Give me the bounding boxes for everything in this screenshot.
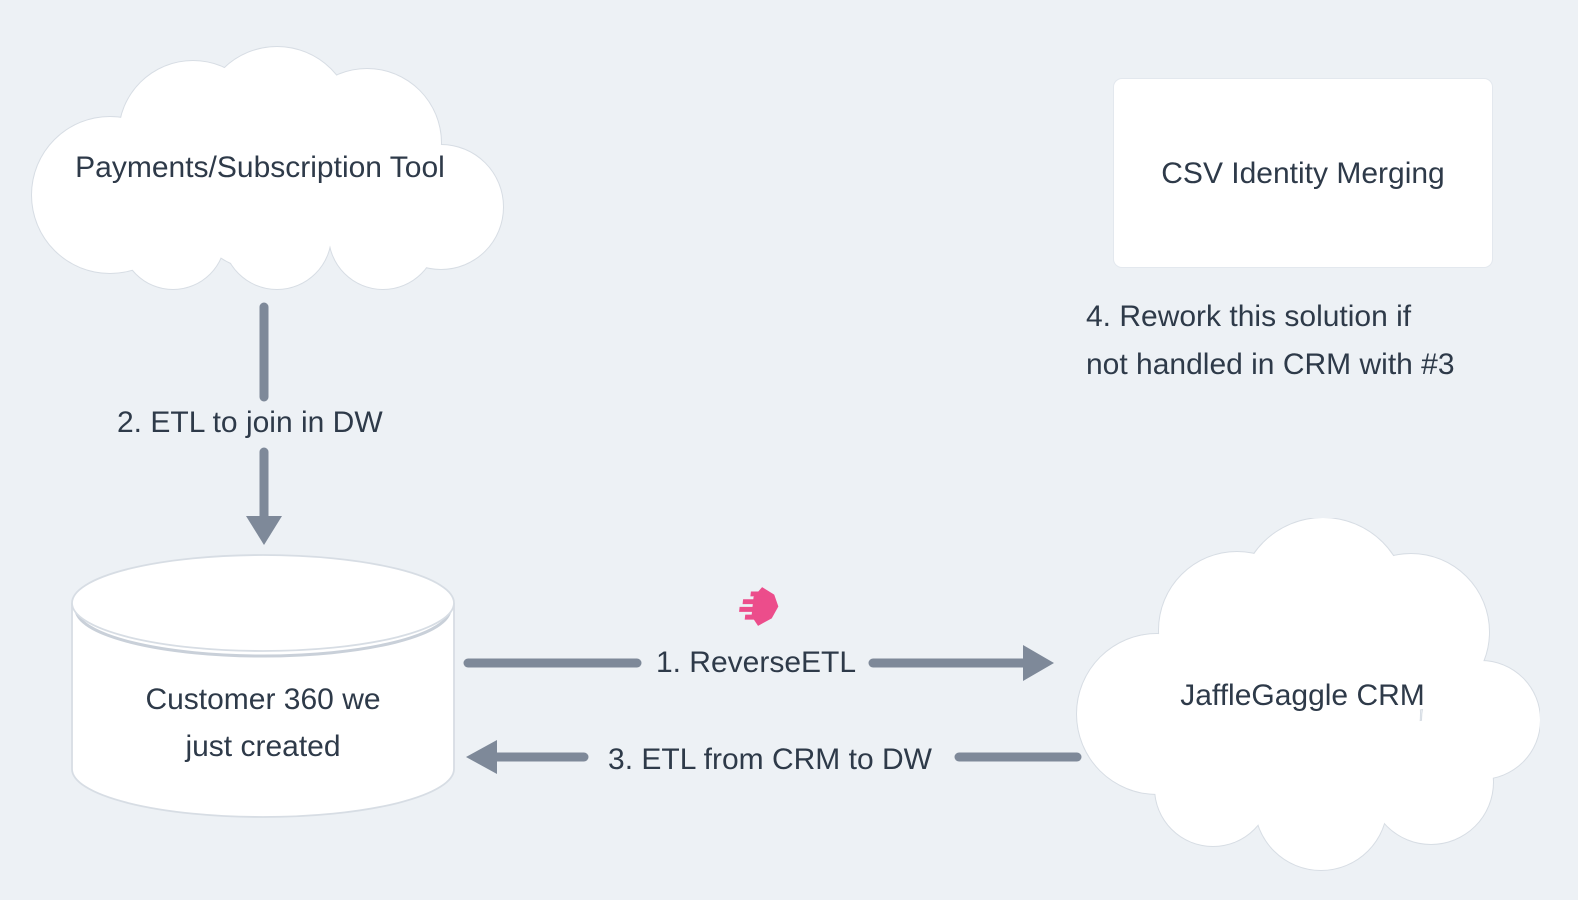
reverse-etl-label: 1. ReverseETL bbox=[655, 646, 857, 679]
etl-join-label: 2. ETL to join in DW bbox=[117, 406, 383, 439]
rework-note-line-2: not handled in CRM with #3 bbox=[1086, 348, 1455, 381]
csv-merging-label: CSV Identity Merging bbox=[1161, 156, 1445, 190]
crm-cloud-label: JaffleGaggle CRM bbox=[1180, 678, 1425, 712]
csv-merging-card: CSV Identity Merging bbox=[1113, 78, 1493, 268]
payments-cloud-node: Payments/Subscription Tool bbox=[15, 45, 505, 290]
customer-db-node: Customer 360 we just created bbox=[70, 551, 456, 823]
database-cylinder-shape bbox=[71, 554, 455, 818]
customer-db-label-line-1: Customer 360 we bbox=[145, 683, 381, 716]
crm-cloud-node: JaffleGaggle CRM bbox=[1065, 518, 1540, 872]
customer-db-label: Customer 360 we just created bbox=[70, 676, 456, 770]
hightouch-logo-icon bbox=[739, 587, 779, 626]
customer-db-label-line-2: just created bbox=[185, 730, 341, 763]
rework-note-line-1: 4. Rework this solution if bbox=[1086, 300, 1412, 333]
payments-cloud-label: Payments/Subscription Tool bbox=[75, 151, 445, 184]
etl-from-crm-label: 3. ETL from CRM to DW bbox=[608, 743, 932, 776]
rework-note: 4. Rework this solution if not handled i… bbox=[1086, 293, 1455, 389]
